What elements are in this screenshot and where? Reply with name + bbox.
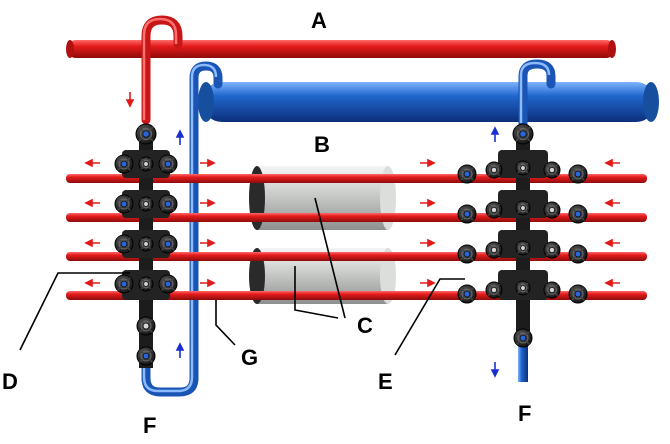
label-f-left: F — [143, 413, 156, 438]
gate-valve-icon — [568, 284, 588, 304]
flow-arrow-icon — [604, 278, 620, 288]
flow-arrow-icon — [84, 158, 100, 168]
flow-arrow-icon — [604, 238, 620, 248]
label-d: D — [2, 369, 18, 394]
gate-valve-icon — [512, 123, 534, 145]
flow-arrow-icon — [175, 342, 185, 358]
gate-valve-icon — [543, 161, 561, 179]
gate-valve-icon — [138, 196, 154, 212]
gate-valve-icon — [114, 154, 134, 174]
gate-valve-icon — [515, 200, 531, 216]
label-e: E — [378, 369, 393, 394]
gate-valve-icon — [158, 234, 178, 254]
label-c: C — [357, 313, 373, 338]
flow-arrow-icon — [604, 158, 620, 168]
gate-valve-icon — [515, 280, 531, 296]
leader-lines — [19, 197, 465, 356]
flow-arrow-icon — [84, 198, 100, 208]
flow-arrow-group — [84, 92, 620, 378]
flow-arrow-icon — [84, 238, 100, 248]
flow-arrow-icon — [84, 278, 100, 288]
gate-valve-icon — [485, 161, 503, 179]
cold-main-pipe — [202, 82, 656, 122]
gate-valve-icon — [457, 164, 477, 184]
gate-valve-icon — [158, 274, 178, 294]
cold-main-end-cap — [643, 82, 659, 122]
gate-valve-icon — [457, 244, 477, 264]
flow-arrow-icon — [200, 238, 216, 248]
gate-valve-icon — [135, 123, 157, 145]
gate-valve-icon — [513, 328, 533, 348]
flow-arrow-icon — [200, 158, 216, 168]
flow-arrow-icon — [175, 129, 185, 145]
leader-c — [314, 197, 346, 319]
label-a: A — [311, 8, 327, 33]
gate-valve-icon — [158, 194, 178, 214]
gate-valve-icon — [136, 316, 156, 336]
gate-valve-icon — [138, 236, 154, 252]
hot-main-pipe — [67, 40, 615, 58]
gate-valve-icon — [114, 274, 134, 294]
gate-valve-icon — [485, 281, 503, 299]
flow-arrow-icon — [200, 198, 216, 208]
leader-d — [19, 272, 130, 351]
flow-arrow-icon — [490, 126, 500, 142]
gate-valve-icon — [114, 234, 134, 254]
gate-valve-icon — [515, 240, 531, 256]
cold-main-end-cap — [198, 82, 214, 122]
label-f-right: F — [518, 401, 531, 426]
leader-c — [294, 266, 339, 319]
right-manifold — [498, 128, 548, 334]
gate-valve-icon — [515, 160, 531, 176]
gate-valve-icon — [138, 156, 154, 172]
gate-valve-icon — [457, 284, 477, 304]
label-g: G — [241, 345, 258, 370]
leader-e — [394, 278, 465, 356]
valve-group — [114, 123, 588, 366]
flow-arrow-icon — [420, 238, 436, 248]
gate-valve-icon — [568, 204, 588, 224]
left-supply-riser — [141, 15, 183, 125]
gate-valve-icon — [543, 201, 561, 219]
gate-valve-icon — [485, 241, 503, 259]
gate-valve-icon — [136, 346, 156, 366]
gate-valve-icon — [485, 201, 503, 219]
gate-valve-icon — [457, 204, 477, 224]
gate-valve-icon — [114, 194, 134, 214]
flow-arrow-icon — [420, 198, 436, 208]
flow-arrow-icon — [490, 362, 500, 378]
gate-valve-icon — [568, 244, 588, 264]
gate-valve-icon — [568, 164, 588, 184]
flow-arrow-icon — [420, 158, 436, 168]
gate-valve-icon — [543, 241, 561, 259]
hot-main-end-cap — [66, 40, 74, 58]
leader-g — [215, 300, 236, 346]
gate-valve-icon — [138, 276, 154, 292]
right-outlet-pipe — [518, 330, 528, 382]
flow-arrow-icon — [125, 92, 135, 108]
hot-main-end-cap — [608, 40, 616, 58]
flow-arrow-icon — [420, 278, 436, 288]
gate-valve-icon — [158, 154, 178, 174]
label-b: B — [314, 132, 330, 157]
gate-valve-icon — [543, 281, 561, 299]
flow-arrow-icon — [604, 198, 620, 208]
flow-arrow-icon — [200, 278, 216, 288]
